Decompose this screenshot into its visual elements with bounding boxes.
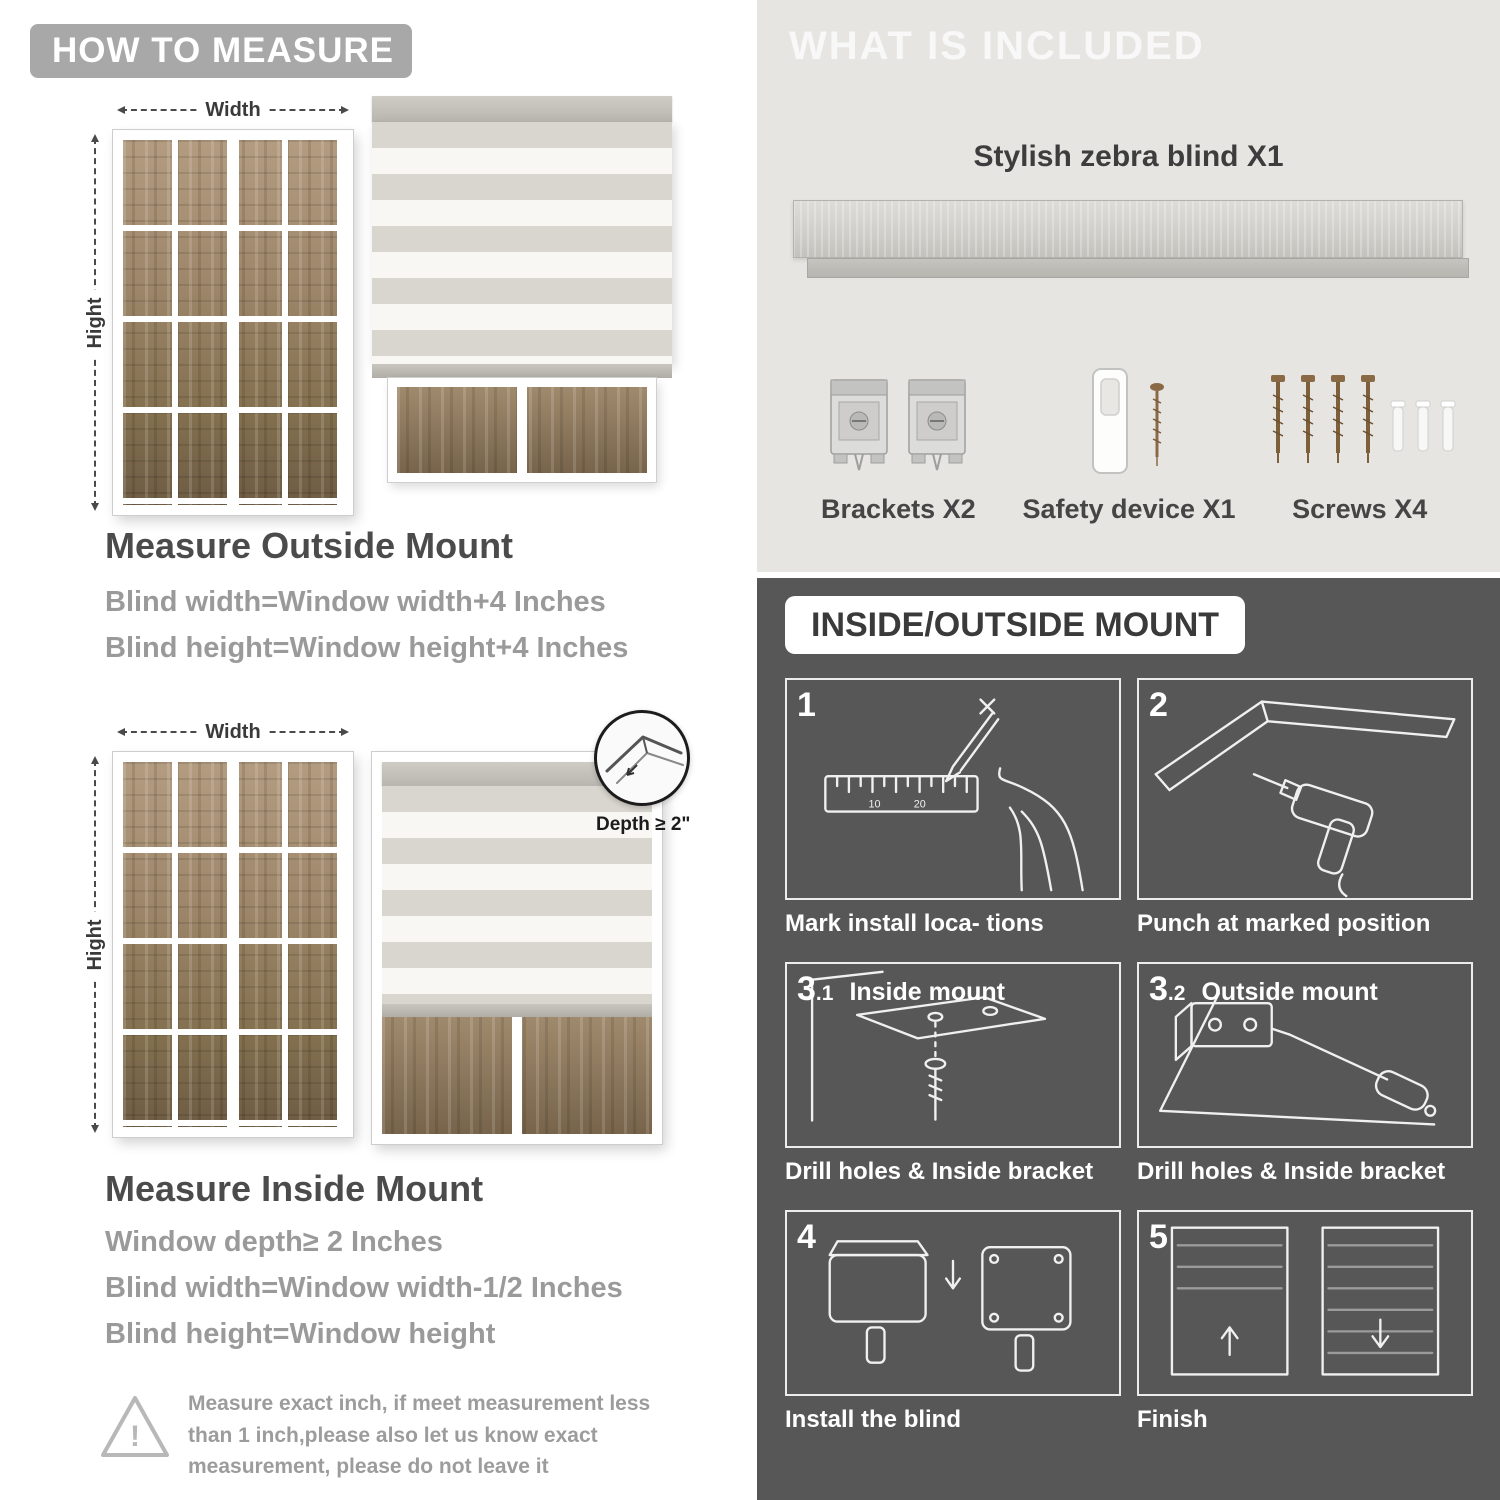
- window-corner-drawing: [605, 735, 684, 784]
- depth-requirement-label: Depth ≥ 2": [596, 814, 691, 835]
- step-number: 3: [797, 970, 816, 1008]
- how-to-measure-header: HOW TO MEASURE: [30, 24, 412, 78]
- blind-bottom-rail: [382, 1004, 652, 1017]
- step-5: 5 Finish: [1137, 1210, 1473, 1434]
- window-below-blind: [382, 1017, 652, 1134]
- blind-illustration-outside-mount: [372, 96, 672, 496]
- what-is-included-section: WHAT IS INCLUDED Stylish zebra blind X1: [757, 0, 1500, 572]
- part-brackets: Brackets X2: [783, 330, 1014, 525]
- step-1: 1 10 20 Mark install l: [785, 678, 1121, 938]
- window-frame: [113, 752, 353, 1137]
- step-3-2: 3 .2 Outside mount: [1137, 962, 1473, 1186]
- safety-device-icon: [1092, 368, 1164, 474]
- bracket-icon: [830, 379, 889, 471]
- what-is-included-header: WHAT IS INCLUDED: [789, 24, 1205, 68]
- step-1-caption: Mark install loca- tions: [785, 910, 1044, 937]
- height-dimension-arrow: Hight: [84, 130, 106, 515]
- window-illustration-outside-mount: Width Hight: [84, 100, 365, 530]
- zebra-stripes: [382, 786, 652, 1004]
- inside-height-formula: Blind height=Window height: [105, 1318, 496, 1350]
- window-panes: [382, 1017, 652, 1134]
- window-illustration-inside-mount: Width Hight: [84, 722, 365, 1152]
- drill-drawing: [1154, 700, 1456, 898]
- step-number: 4: [797, 1218, 816, 1256]
- blind-cassette: [372, 96, 672, 122]
- step-5-caption: Finish: [1137, 1406, 1208, 1433]
- instruction-steps-grid: 1 10 20 Mark install l: [785, 678, 1473, 1434]
- headrail-bottom: [807, 258, 1469, 278]
- inside-bracket-drawing: [810, 970, 1047, 1122]
- included-parts-row: Brackets X2 Safety device X1: [783, 330, 1475, 525]
- safety-device-label: Safety device X1: [1022, 494, 1236, 524]
- height-label: Hight: [84, 288, 106, 357]
- inside-width-formula: Blind width=Window width-1/2 Inches: [105, 1272, 623, 1304]
- outside-width-formula: Blind width=Window width+4 Inches: [105, 586, 606, 618]
- step-4-caption: Install the blind: [785, 1406, 962, 1433]
- height-dimension-arrow: Hight: [84, 752, 106, 1137]
- blind-illustration-inside-mount: [372, 752, 662, 1144]
- screws-label: Screws X4: [1292, 494, 1428, 524]
- step-sub-number: .1: [815, 982, 834, 1005]
- how-to-measure-section: HOW TO MEASURE Width Hight Measure: [30, 24, 691, 1478]
- step-3-2-box: 3 .2 Outside mount: [1137, 962, 1473, 1148]
- brackets-label: Brackets X2: [821, 494, 976, 524]
- window-panes: [397, 387, 647, 473]
- svg-text:!: !: [130, 1420, 140, 1453]
- headrail-front: [793, 200, 1463, 258]
- width-dimension-arrow: Width: [113, 100, 353, 120]
- inside-mount-heading: Measure Inside Mount: [105, 1168, 484, 1209]
- outside-mount-heading: Measure Outside Mount: [105, 525, 514, 566]
- step-title: Outside mount: [1201, 978, 1378, 1006]
- step-title: Inside mount: [849, 978, 1005, 1006]
- install-blind-drawing: [828, 1240, 1072, 1372]
- outside-height-formula: Blind height=Window height+4 Inches: [105, 632, 629, 664]
- window-below-blind: [388, 378, 656, 482]
- step-2: 2 Punch at marked position: [1137, 678, 1473, 938]
- step-sub-number: .2: [1167, 982, 1186, 1005]
- step-3-1-caption: Drill holes & Inside bracket: [785, 1158, 1094, 1185]
- screws-icon: [1270, 375, 1456, 463]
- step-number: 2: [1149, 686, 1168, 724]
- finish-drawing: [1170, 1226, 1440, 1376]
- step-1-box: 1 10 20: [785, 678, 1121, 900]
- step-3-1: 3 .1 Inside mount: [785, 962, 1121, 1186]
- part-screws: Screws X4: [1244, 330, 1475, 525]
- step-2-caption: Punch at marked position: [1137, 910, 1431, 937]
- step-number: 5: [1149, 1218, 1168, 1256]
- step-2-box: 2: [1137, 678, 1473, 900]
- part-safety-device: Safety device X1: [1014, 330, 1245, 525]
- zebra-stripes: [372, 122, 672, 364]
- step-number: 3: [1149, 970, 1168, 1008]
- width-label: Width: [197, 100, 269, 120]
- depth-magnifier-icon: [594, 710, 690, 806]
- zebra-blind-headrail-illustration: [793, 200, 1469, 278]
- measurement-warning-text: Measure exact inch, if meet measurement …: [188, 1392, 651, 1478]
- step-5-box: 5: [1137, 1210, 1473, 1396]
- outside-bracket-drawing: [1159, 992, 1437, 1126]
- mount-instructions-section: INSIDE/OUTSIDE MOUNT 1 10 20: [757, 578, 1500, 1500]
- svg-text:20: 20: [914, 799, 926, 811]
- width-dimension-arrow: Width: [113, 722, 353, 742]
- window-panes: [123, 762, 343, 1127]
- svg-text:10: 10: [869, 799, 881, 811]
- step-3-2-caption: Drill holes & Inside bracket: [1137, 1158, 1446, 1185]
- bracket-icon: [908, 379, 967, 471]
- window-panes: [123, 140, 343, 505]
- width-label: Width: [197, 722, 269, 742]
- step-3-1-box: 3 .1 Inside mount: [785, 962, 1121, 1148]
- mount-instructions-header: INSIDE/OUTSIDE MOUNT: [785, 596, 1246, 654]
- window-frame: [113, 130, 353, 515]
- step-number: 1: [797, 686, 816, 724]
- zebra-blind-label: Stylish zebra blind X1: [973, 140, 1284, 173]
- blind-bottom-rail: [372, 364, 672, 378]
- warning-triangle-icon: !: [101, 1396, 169, 1457]
- mark-locations-drawing: 10 20: [824, 698, 1084, 892]
- inside-depth-formula: Window depth≥ 2 Inches: [105, 1226, 443, 1258]
- height-label: Hight: [84, 910, 106, 979]
- step-4-box: 4: [785, 1210, 1121, 1396]
- step-4: 4 Insta: [785, 1210, 1121, 1434]
